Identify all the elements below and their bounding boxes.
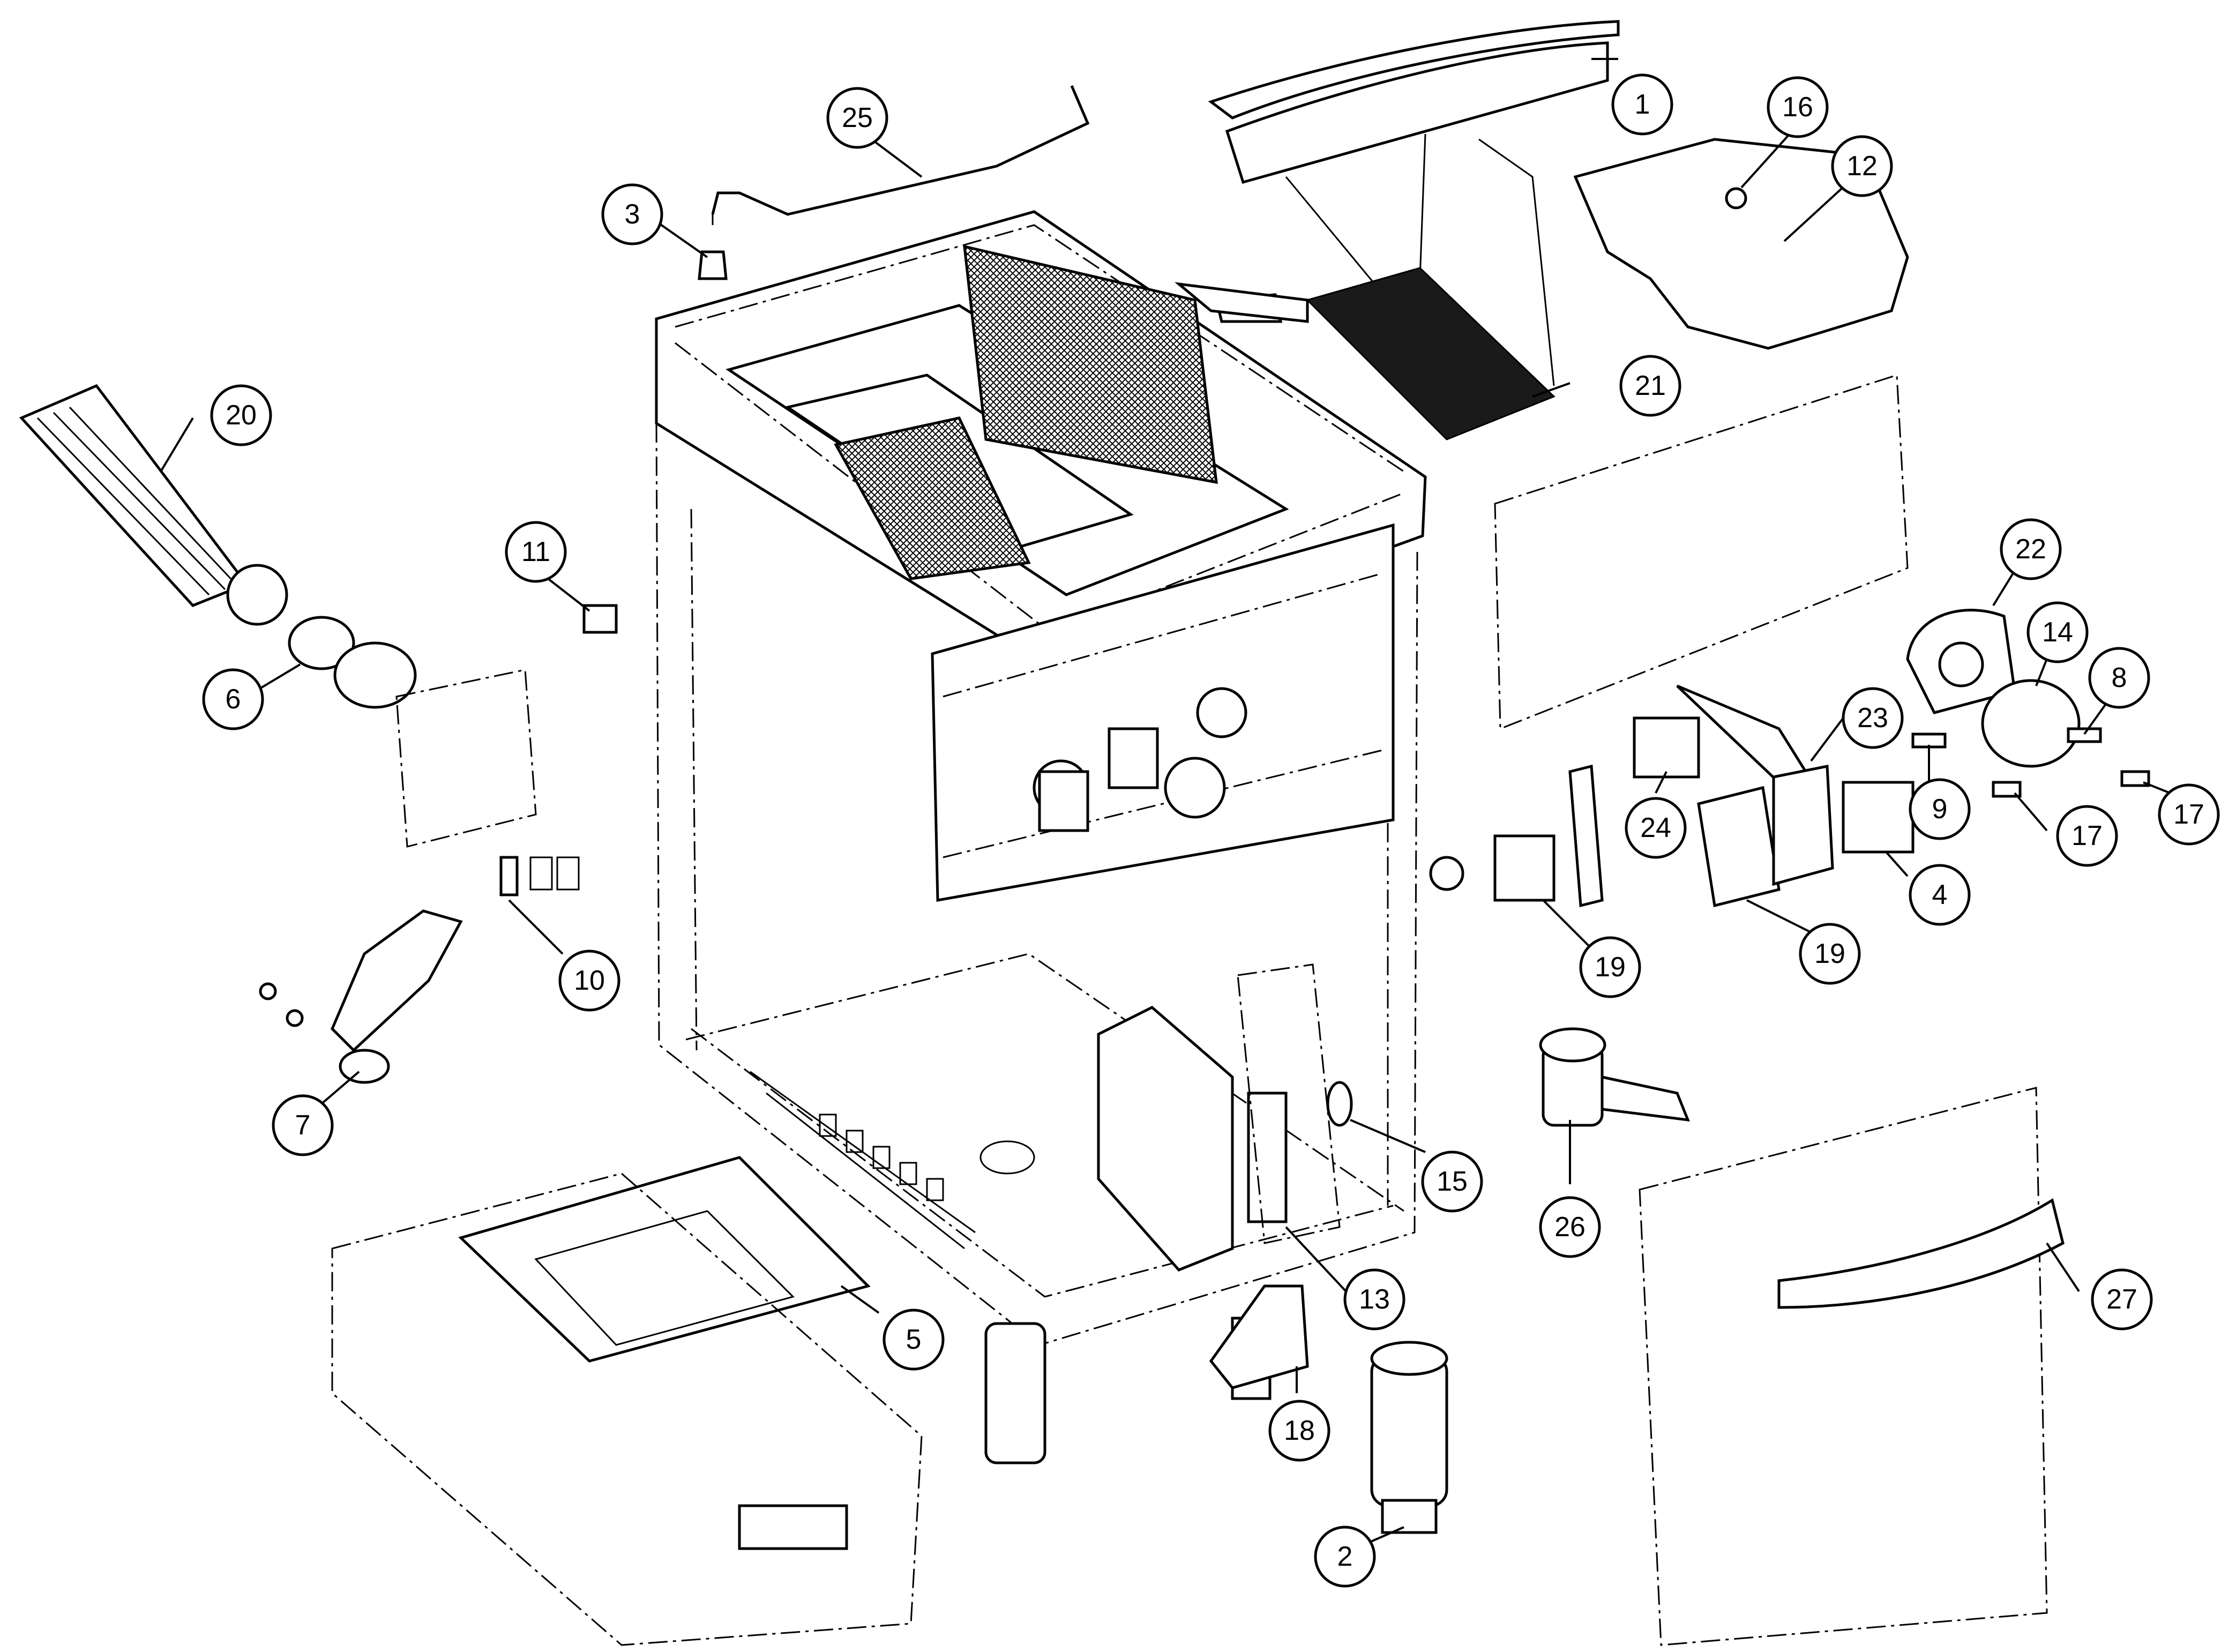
bolt-8 xyxy=(2067,727,2102,743)
drip-tray-frame xyxy=(458,1156,871,1363)
callout-6: 6 xyxy=(202,668,264,730)
callout-21: 21 xyxy=(1619,355,1681,417)
callouts: 1 2 3 4 5 6 7 8 9 10 11 12 13 14 15 16 1… xyxy=(202,73,2220,1588)
svg-text:3: 3 xyxy=(625,199,640,230)
svg-text:4: 4 xyxy=(1932,879,1948,910)
callout-3: 3 xyxy=(601,183,663,245)
callout-22: 22 xyxy=(2000,518,2062,580)
electrical-box xyxy=(1097,1006,1234,1272)
callout-4: 4 xyxy=(1909,864,1971,926)
callout-27: 27 xyxy=(2091,1268,2153,1330)
svg-text:1: 1 xyxy=(1635,89,1650,120)
svg-text:24: 24 xyxy=(1640,812,1671,843)
svg-text:21: 21 xyxy=(1635,370,1666,401)
callout-5: 5 xyxy=(883,1309,945,1371)
callout-7: 7 xyxy=(272,1094,334,1156)
callout-10: 10 xyxy=(558,950,620,1012)
svg-text:20: 20 xyxy=(226,400,257,431)
callout-23: 23 xyxy=(1842,687,1904,749)
callout-19-left: 19 xyxy=(1579,936,1641,998)
svg-text:7: 7 xyxy=(295,1110,311,1141)
basket-hanger-bar xyxy=(1208,20,1620,184)
svg-text:25: 25 xyxy=(842,102,873,133)
svg-text:19: 19 xyxy=(1814,938,1845,969)
svg-text:22: 22 xyxy=(2015,534,2046,565)
filter-cylinder xyxy=(1370,1341,1448,1534)
callout-14: 14 xyxy=(2026,601,2089,663)
svg-text:11: 11 xyxy=(521,536,550,567)
callout-17-left: 17 xyxy=(2056,805,2118,867)
cable-gland-bracket xyxy=(1209,1284,1309,1389)
limit-switch-assembly xyxy=(499,856,580,896)
callout-1: 1 xyxy=(1611,73,1673,136)
contactor-right xyxy=(1697,786,1781,908)
callout-17-right: 17 xyxy=(2158,783,2220,846)
contactor-left xyxy=(1493,834,1556,902)
thermostat xyxy=(1842,781,1915,854)
callout-16: 16 xyxy=(1767,76,1829,138)
base-vent-slots xyxy=(819,1113,944,1201)
front-control-panel xyxy=(1494,373,1909,730)
door xyxy=(1639,1087,2065,1646)
support-rod xyxy=(711,85,1090,225)
callout-11: 11 xyxy=(505,521,567,583)
callout-12: 12 xyxy=(1831,135,1893,197)
svg-text:18: 18 xyxy=(1284,1415,1315,1446)
callout-20: 20 xyxy=(210,384,272,446)
callout-18: 18 xyxy=(1268,1400,1330,1462)
callout-13: 13 xyxy=(1343,1268,1405,1330)
drain-valve xyxy=(1539,1027,1690,1127)
svg-text:5: 5 xyxy=(906,1324,922,1355)
lever-arm xyxy=(259,909,463,1084)
lid-plate xyxy=(1573,138,1909,350)
svg-text:13: 13 xyxy=(1359,1284,1390,1315)
svg-text:14: 14 xyxy=(2042,617,2073,648)
svg-text:17: 17 xyxy=(2072,820,2103,851)
svg-text:27: 27 xyxy=(2106,1284,2137,1315)
heating-element xyxy=(19,384,288,626)
svg-text:9: 9 xyxy=(1932,794,1948,825)
callout-8: 8 xyxy=(2088,647,2150,709)
small-cap xyxy=(698,250,728,280)
gasket xyxy=(288,616,355,670)
svg-text:8: 8 xyxy=(2112,662,2127,693)
callout-19-right: 19 xyxy=(1799,923,1861,985)
basket xyxy=(1174,133,1556,440)
svg-text:12: 12 xyxy=(1846,151,1878,182)
svg-text:16: 16 xyxy=(1782,92,1813,123)
oil-drawer xyxy=(331,1172,923,1646)
control-knob xyxy=(1981,679,2081,768)
callout-25: 25 xyxy=(826,87,888,149)
callout-26: 26 xyxy=(1539,1196,1601,1258)
callout-15: 15 xyxy=(1421,1150,1483,1213)
svg-text:26: 26 xyxy=(1554,1212,1586,1243)
svg-text:10: 10 xyxy=(574,965,605,996)
svg-text:17: 17 xyxy=(2173,799,2204,830)
svg-text:23: 23 xyxy=(1857,702,1888,734)
mounting-plate xyxy=(1237,963,1341,1244)
svg-text:2: 2 xyxy=(1337,1541,1353,1572)
callout-9: 9 xyxy=(1909,778,1971,840)
clamp-ring xyxy=(333,641,417,709)
relay xyxy=(1633,716,1700,779)
callout-24: 24 xyxy=(1625,797,1687,859)
terminal-block xyxy=(1247,1092,1288,1223)
svg-text:15: 15 xyxy=(1437,1166,1468,1197)
svg-text:19: 19 xyxy=(1595,952,1626,983)
svg-text:6: 6 xyxy=(226,684,241,715)
callout-2: 2 xyxy=(1314,1526,1376,1588)
element-bracket xyxy=(395,669,537,848)
